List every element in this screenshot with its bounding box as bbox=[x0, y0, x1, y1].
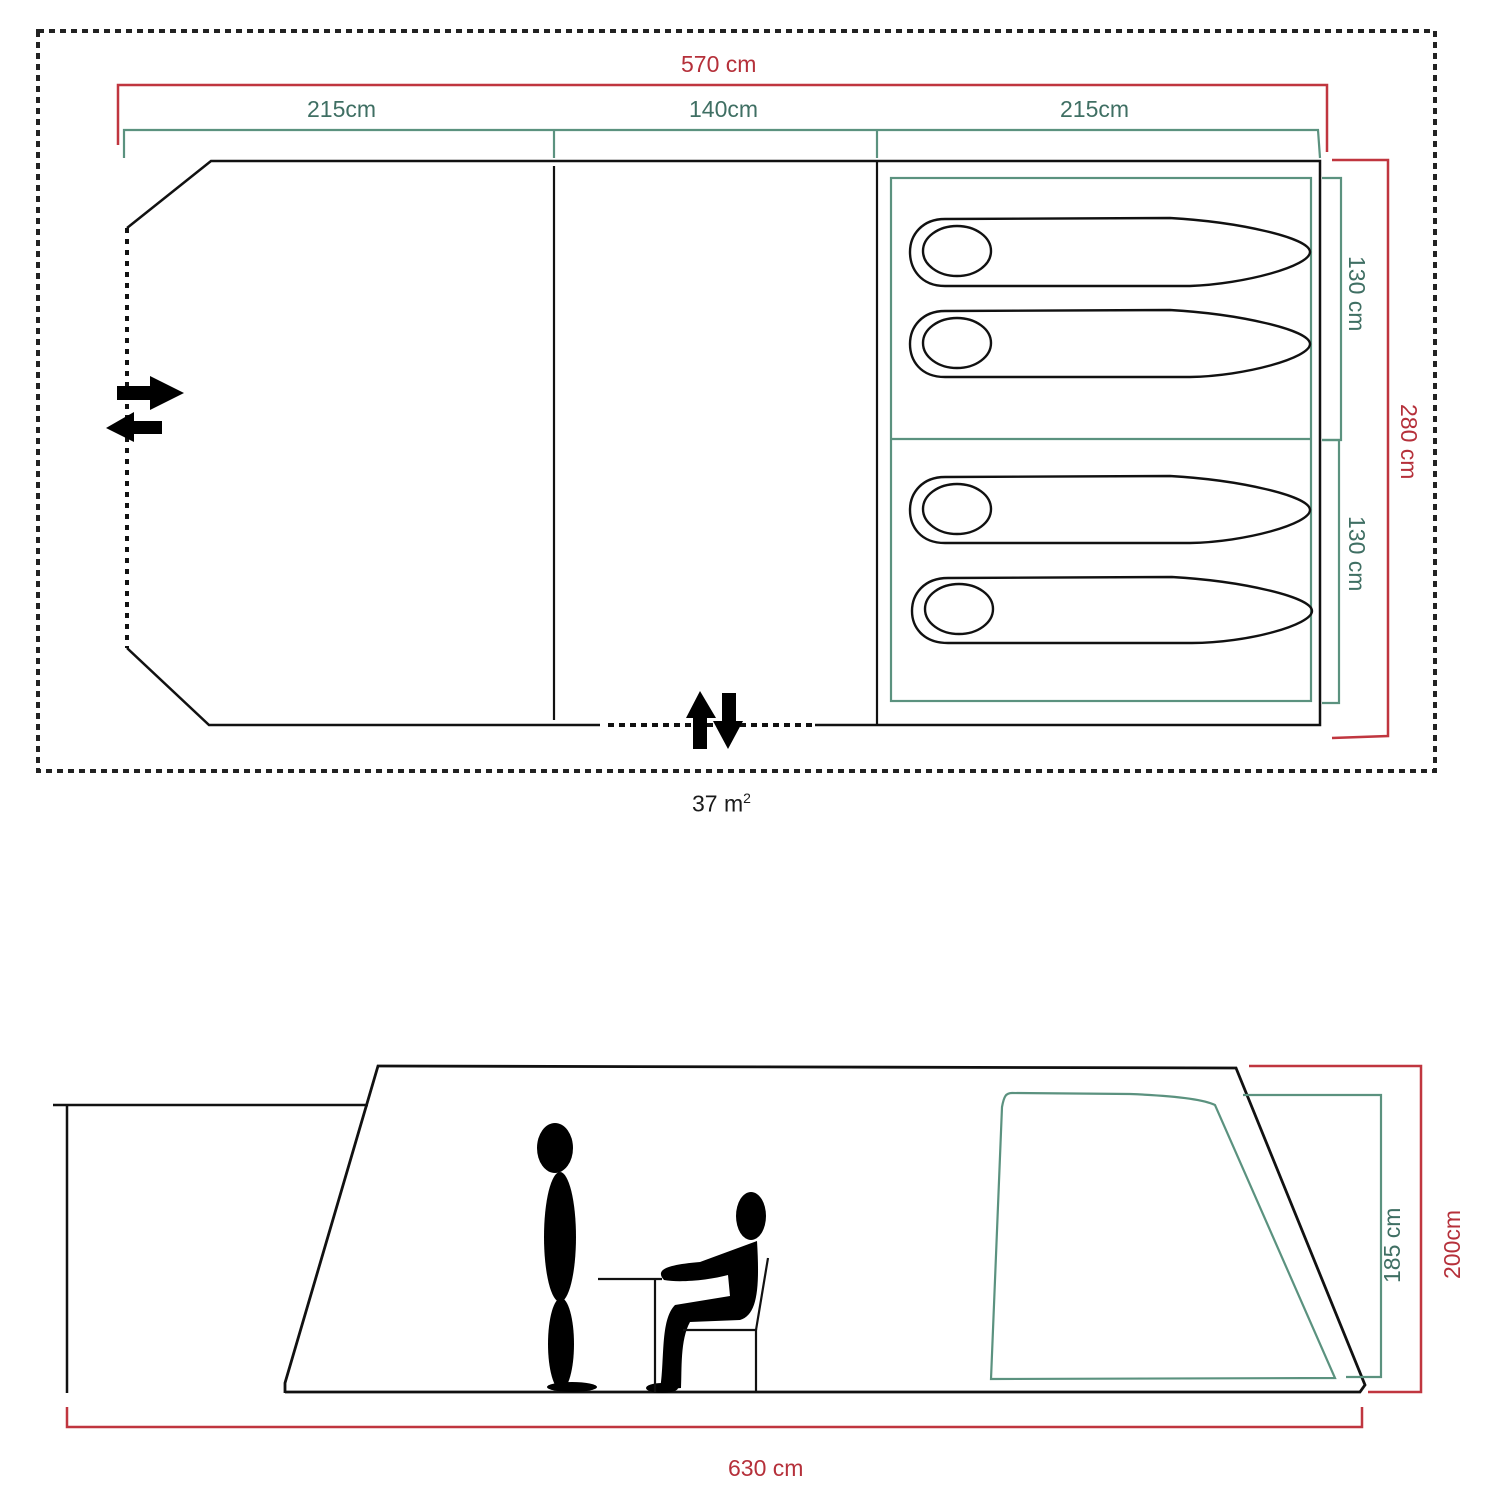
section-1-label: 215cm bbox=[307, 96, 377, 122]
section-2-label: 140cm bbox=[689, 96, 759, 122]
front-entrance-arrows bbox=[686, 691, 743, 749]
section-3-label: 215cm bbox=[1060, 96, 1130, 122]
side-entrance-arrows bbox=[106, 376, 184, 442]
bedroom-height-label: 185 cm bbox=[1379, 1207, 1405, 1283]
total-length-label: 570 cm bbox=[681, 51, 757, 77]
sleeping-bags bbox=[908, 216, 1314, 645]
area-label: 37 m2 bbox=[692, 790, 751, 817]
people-silhouettes bbox=[537, 1123, 766, 1393]
footprint-border bbox=[36, 29, 1437, 773]
tent-floor-outline bbox=[126, 159, 1322, 727]
total-height-label: 200cm bbox=[1439, 1209, 1465, 1279]
dimension-570 bbox=[116, 83, 1329, 152]
bedroom-1-width-label: 130 cm bbox=[1344, 256, 1370, 332]
side-length-label: 630 cm bbox=[728, 1455, 804, 1481]
table-and-chair bbox=[598, 1257, 770, 1392]
bedroom-side-outline bbox=[989, 1091, 1337, 1381]
total-width-label: 280 cm bbox=[1396, 404, 1422, 480]
bedroom-2-width-label: 130 cm bbox=[1344, 516, 1370, 592]
tent-side-outline bbox=[283, 1064, 1367, 1394]
